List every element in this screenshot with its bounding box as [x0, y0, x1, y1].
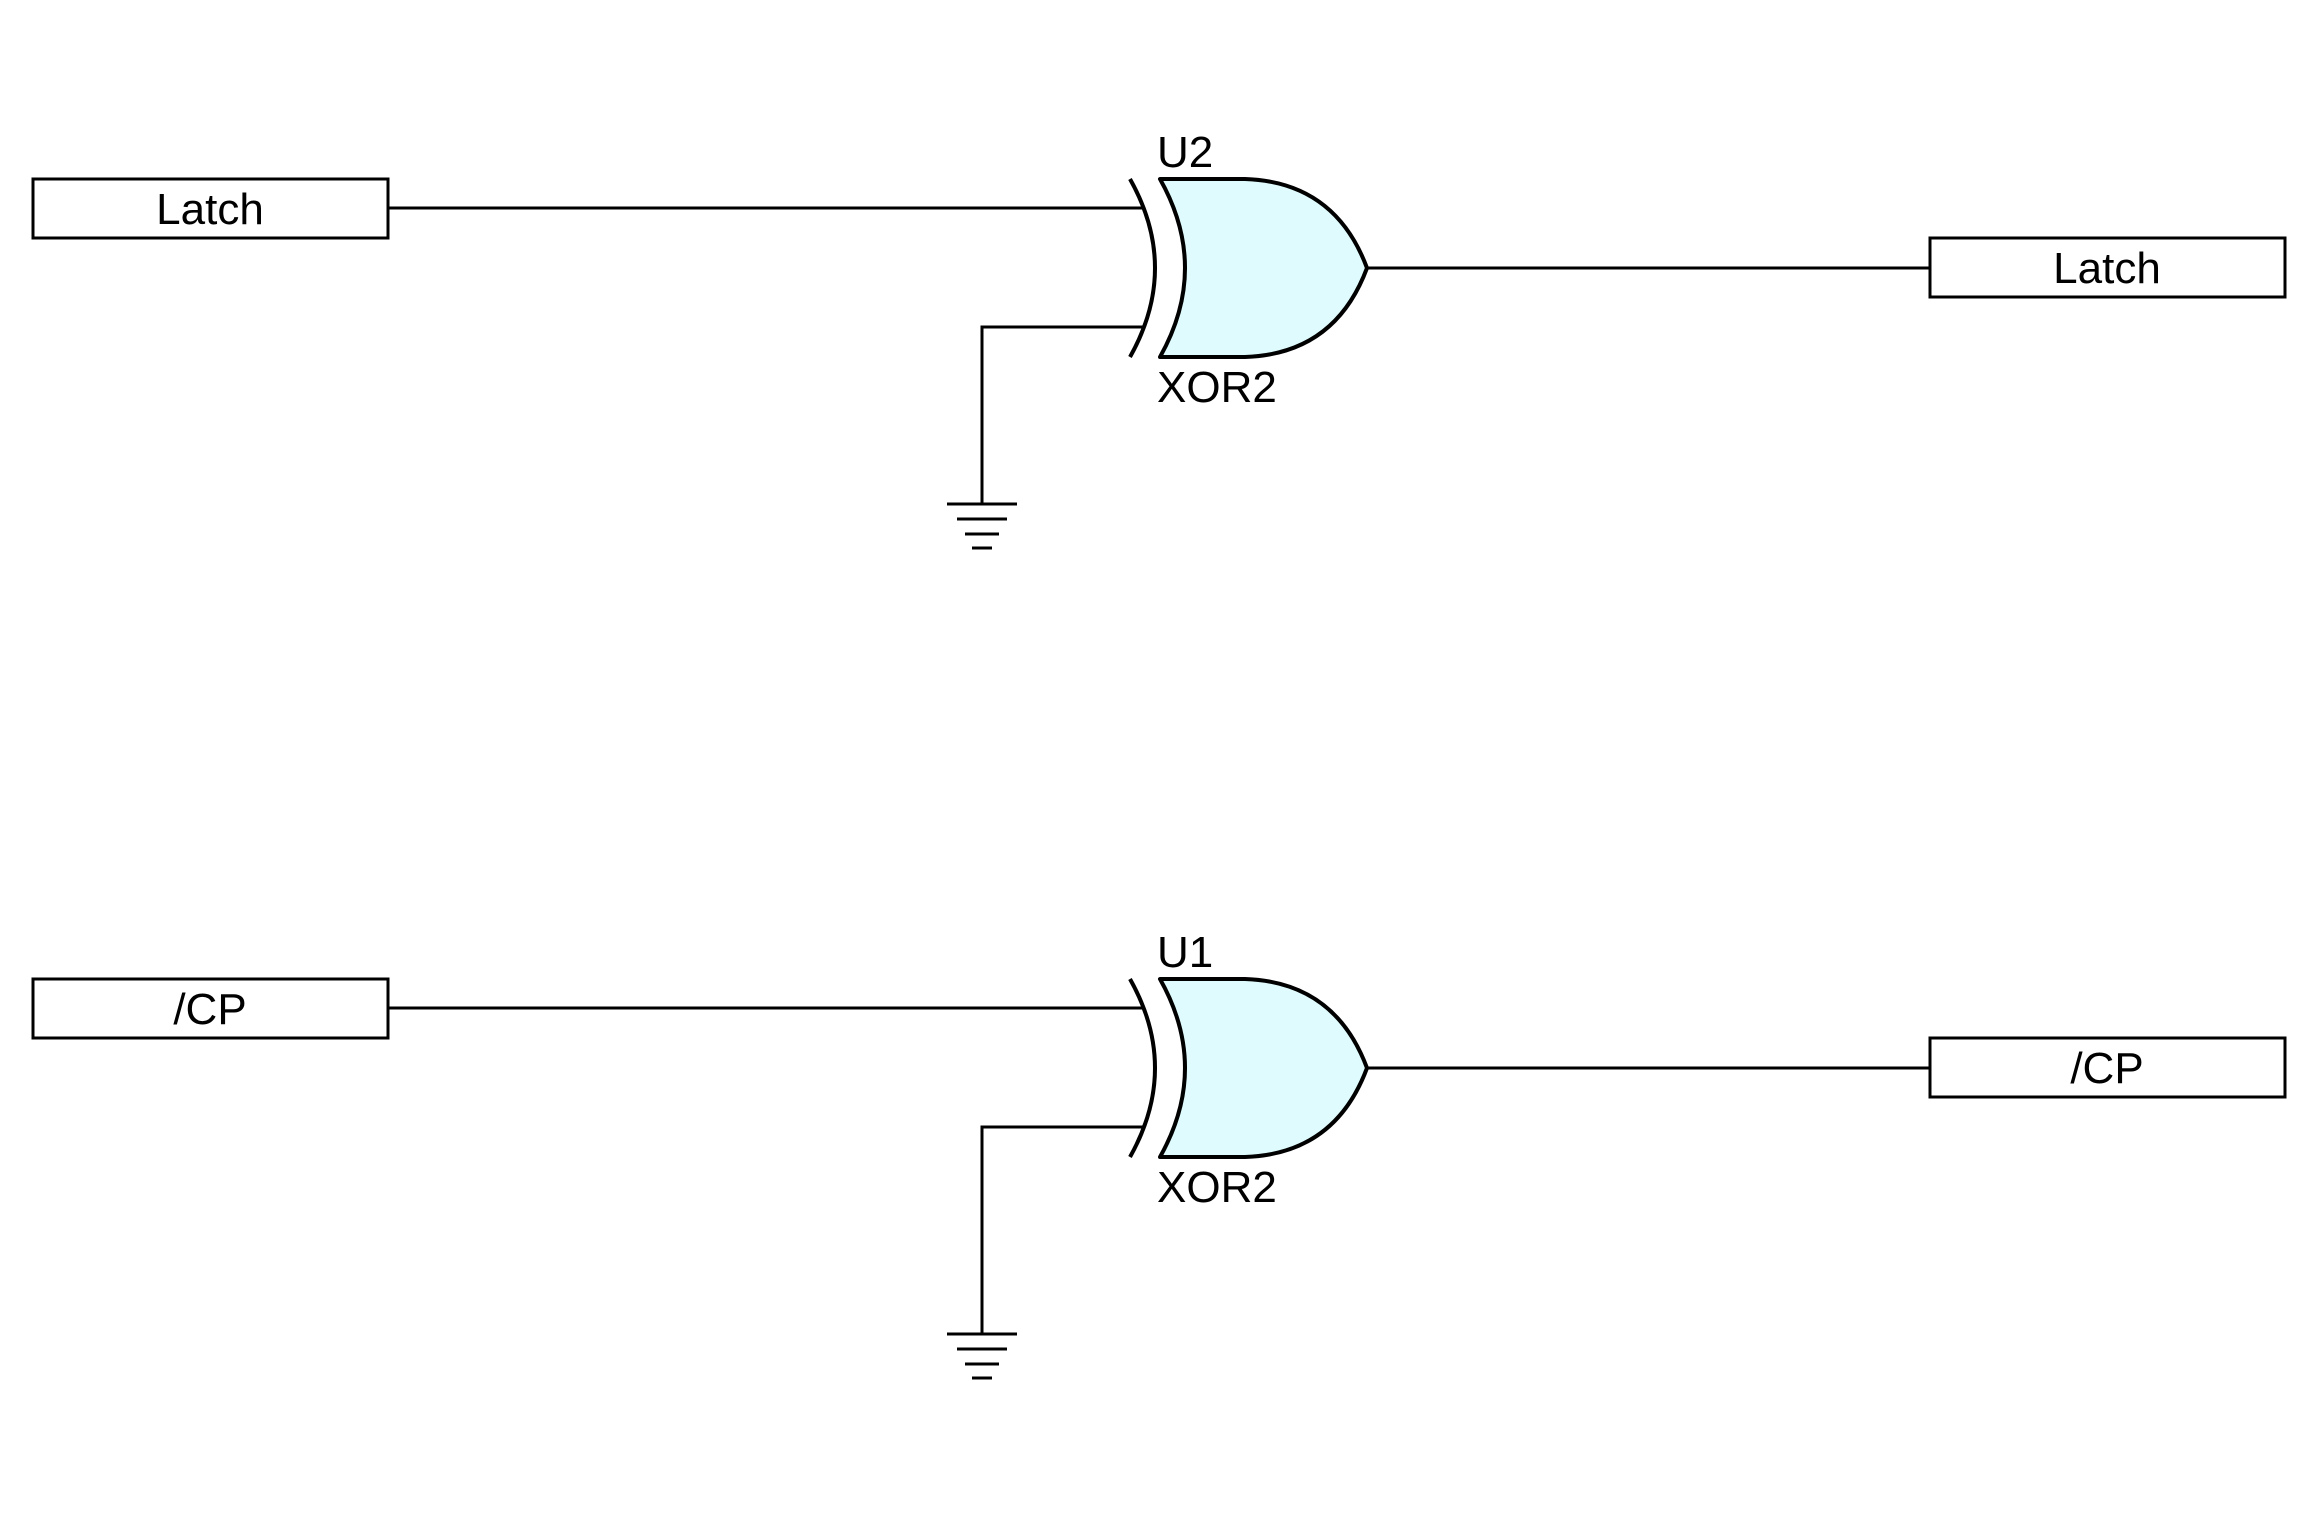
wire-u1-ground [980, 1125, 1143, 1334]
input-port-latch-label: Latch [156, 185, 264, 234]
output-port-latch-box[interactable] [1928, 236, 2287, 299]
circuit-u2: Latch U2 XOR2 Latch [31, 128, 2287, 550]
input-port-latch[interactable]: Latch [31, 177, 390, 240]
xor-gate-u2[interactable] [1128, 177, 1369, 359]
input-port-latch-box[interactable] [31, 177, 390, 240]
xor-gate-u1-body[interactable] [1158, 977, 1369, 1159]
input-port-cp[interactable]: /CP [31, 977, 390, 1040]
wire-u2-ground [980, 325, 1143, 504]
output-port-latch-label: Latch [2053, 244, 2161, 293]
xor-gate-u2-input-arc [1128, 178, 1157, 358]
gate-ref-u2: U2 [1157, 128, 1213, 177]
output-port-cp[interactable]: /CP [1928, 1036, 2287, 1099]
xor-gate-u1[interactable] [1128, 977, 1369, 1159]
xor-gate-u1-input-arc [1128, 978, 1157, 1158]
gate-part-u1: XOR2 [1157, 1163, 1277, 1212]
ground-symbol-u1 [947, 1332, 1017, 1380]
xor-gate-u2-body[interactable] [1158, 177, 1369, 359]
output-port-cp-label: /CP [2070, 1044, 2143, 1093]
output-port-latch[interactable]: Latch [1928, 236, 2287, 299]
output-port-cp-box[interactable] [1928, 1036, 2287, 1099]
gate-part-u2: XOR2 [1157, 363, 1277, 412]
gate-ref-u1: U1 [1157, 928, 1213, 977]
input-port-cp-label: /CP [173, 985, 246, 1034]
circuit-u1: /CP U1 XOR2 /CP [31, 928, 2287, 1380]
ground-symbol-u2 [947, 502, 1017, 550]
